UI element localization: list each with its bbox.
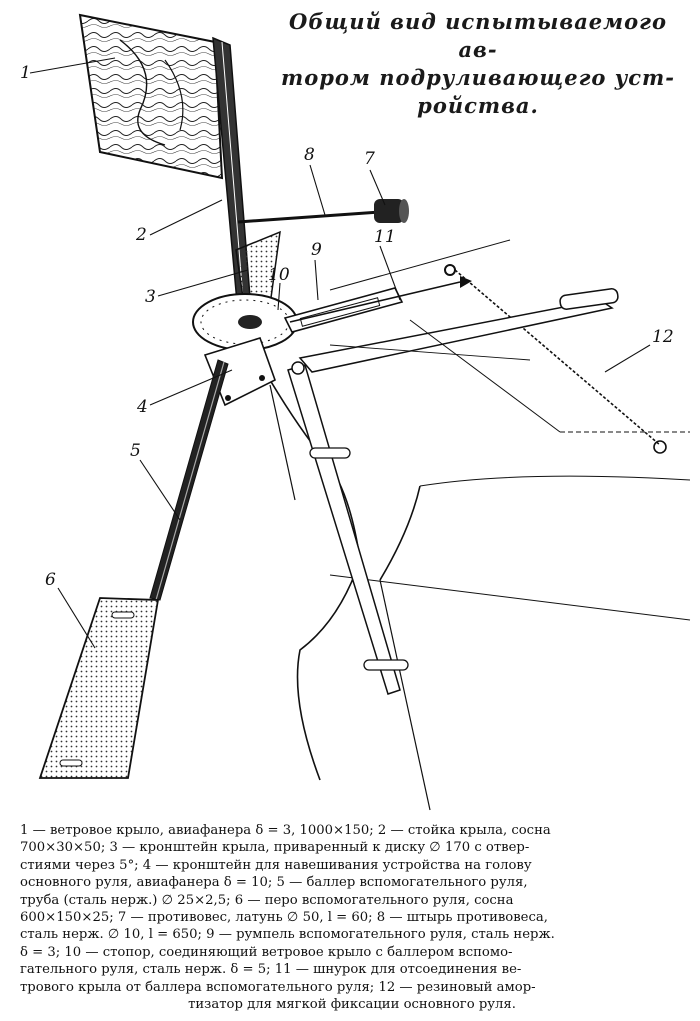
label-part-1: 1: [20, 63, 31, 83]
figure-caption: 1 — ветровое крыло, авиафанера δ = 3, 10…: [20, 822, 684, 1013]
figure-title: Общий вид испытываемого ав- тором подрул…: [278, 8, 678, 120]
main-rudder-post: [287, 361, 409, 695]
caption-line: основного руля, авиафанера δ = 10; 5 — б…: [20, 875, 528, 891]
label-part-7: 7: [364, 149, 375, 169]
title-line: Общий вид испытываемого ав-: [289, 9, 667, 62]
label-part-8: 8: [304, 145, 315, 165]
label-part-3: 3: [145, 287, 156, 307]
label-part-2: 2: [135, 225, 147, 245]
counterweight-part: [237, 199, 409, 224]
caption-line: δ = 3; 10 — стопор, соединяющий ветровое…: [20, 944, 513, 960]
caption-line: 600×150×25; 7 — противовес, латунь ∅ 50,…: [20, 910, 548, 926]
caption-line: труба (сталь нерж.) ∅ 25×2,5; 6 — перо в…: [20, 892, 514, 908]
indexing-disk: [192, 293, 298, 351]
main-tiller: [298, 288, 619, 373]
label-part-10: 10: [268, 265, 290, 285]
caption-line: 1 — ветровое крыло, авиафанера δ = 3, 10…: [20, 823, 551, 838]
title-line: тором подруливающего уст-: [281, 65, 675, 90]
label-part-5: 5: [130, 441, 141, 461]
aux-rudder-stock-part: [149, 359, 229, 601]
wind-vane-part: [78, 13, 224, 180]
label-part-12: 12: [652, 327, 674, 347]
label-part-9: 9: [311, 240, 322, 260]
shock-cord-part: [444, 264, 667, 454]
caption-line: 700×30×50; 3 — кронштейн крыла, приварен…: [20, 840, 530, 856]
caption-line: тизатор для мягкой фиксации основного ру…: [188, 997, 516, 1013]
label-part-11: 11: [374, 227, 396, 247]
leader-lines: [29, 57, 651, 649]
caption-line: гательного руля, сталь нерж. δ = 5; 11 —…: [20, 962, 522, 978]
title-line: ройства.: [417, 93, 539, 118]
device-drawing: 1 2 3 4 5 6 7 8 9 10 11 12: [20, 13, 691, 811]
aux-rudder-blade-part: [38, 597, 160, 779]
caption-line: сталь нерж. ∅ 10, l = 650; 9 — румпель в…: [20, 927, 555, 943]
label-part-4: 4: [136, 397, 148, 417]
release-cord-part: [289, 276, 472, 323]
label-part-6: 6: [45, 570, 56, 590]
caption-line: трового крыла от баллера вспомогательног…: [20, 979, 536, 995]
caption-line: стиями через 5°; 4 — кронштейн для навеш…: [20, 857, 532, 873]
